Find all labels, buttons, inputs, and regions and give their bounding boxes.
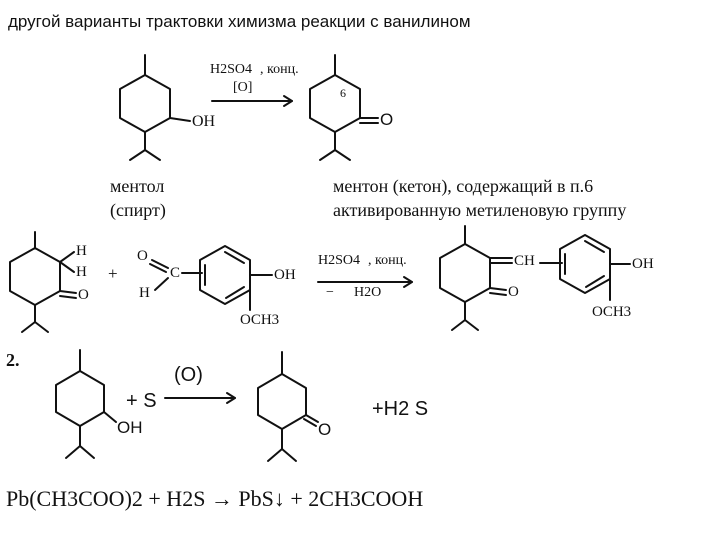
menthone-description-line2: активированную метиленовую группу (333, 200, 627, 220)
section2-ketone-structure (257, 351, 319, 462)
section2-label: 2. (6, 350, 20, 370)
oxidant-label: (O) (174, 364, 203, 386)
arrow-2 (317, 276, 413, 288)
menthol-oh-label: OH (192, 113, 216, 130)
menthone-o-label: O (380, 110, 394, 129)
product-structure (439, 225, 631, 331)
position-6-label: 6 (340, 86, 346, 100)
aldehyde-c-label: C (170, 265, 181, 281)
reactant-ketone-o-label: O (78, 287, 89, 303)
plus-sign: + (108, 264, 118, 283)
product-och3-label: OCH3 (592, 304, 632, 320)
product-ch-label: CH (514, 253, 535, 269)
section2-alcohol-structure (55, 349, 117, 459)
reagent-conc-1: , конц. (260, 62, 299, 77)
product-oh-label: OH (632, 256, 654, 272)
menthol-class: (спирт) (110, 200, 166, 220)
reagent-h2so4-2: H2SO4 (318, 253, 361, 268)
menthone-reactant-structure (9, 231, 77, 333)
menthol-structure (119, 54, 191, 161)
plus-h2s: +H2 S (372, 398, 429, 420)
vanillin-och3-label: OCH3 (240, 312, 280, 328)
page-title: другой варианты трактовки химизма реакци… (8, 12, 471, 31)
reagent-h2so4-1: H2SO4 (210, 62, 253, 77)
section2-o-label: O (318, 420, 332, 439)
reagent-oxidant-1: [O] (233, 80, 253, 95)
aldehyde-h-label: H (139, 285, 150, 301)
aldehyde-o-label: O (137, 248, 148, 264)
product-o-label: O (508, 284, 519, 300)
reagent-conc-2: , конц. (368, 253, 407, 268)
menthone-structure (309, 54, 379, 161)
arrow-3 (164, 392, 236, 404)
arrow-1 (211, 95, 293, 107)
section2-oh-label: OH (117, 418, 143, 437)
vanillin-structure (149, 245, 273, 311)
vanillin-oh-label: OH (274, 267, 296, 283)
hydrogen-top-label: H (76, 243, 87, 259)
hydrogen-bottom-label: H (76, 264, 87, 280)
reagent-minus: − (326, 285, 334, 300)
menthol-name: ментол (110, 176, 165, 196)
lead-acetate-equation: Pb(CH3COO)2 + H2S → PbS↓ + 2CH3COOH (6, 486, 424, 511)
menthone-description-line1: ментон (кетон), содержащий в п.6 (333, 176, 594, 196)
plus-sulfur: + S (126, 390, 157, 412)
reagent-water: H2O (354, 285, 382, 300)
